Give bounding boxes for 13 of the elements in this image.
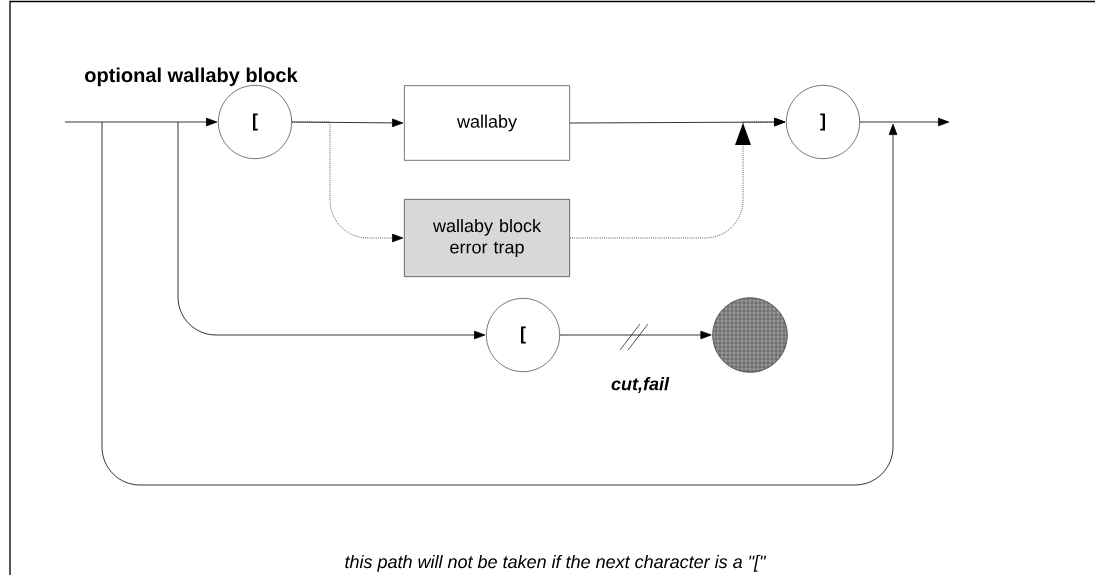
arrow — [559, 330, 712, 340]
edge-label: cut,fail — [609, 375, 671, 395]
arrow — [64, 117, 218, 127]
process-box: wallaby block error trap — [404, 199, 570, 277]
caption: this path will not be taken if the next character is a "[" — [345, 554, 767, 572]
fail-circle — [712, 297, 788, 373]
arrow — [569, 117, 786, 239]
arrow — [291, 121, 404, 243]
arrow — [291, 118, 404, 128]
arrow — [177, 121, 486, 340]
process-box: wallaby — [404, 85, 570, 161]
title: optional wallaby block — [85, 67, 298, 87]
arrow — [859, 117, 950, 127]
